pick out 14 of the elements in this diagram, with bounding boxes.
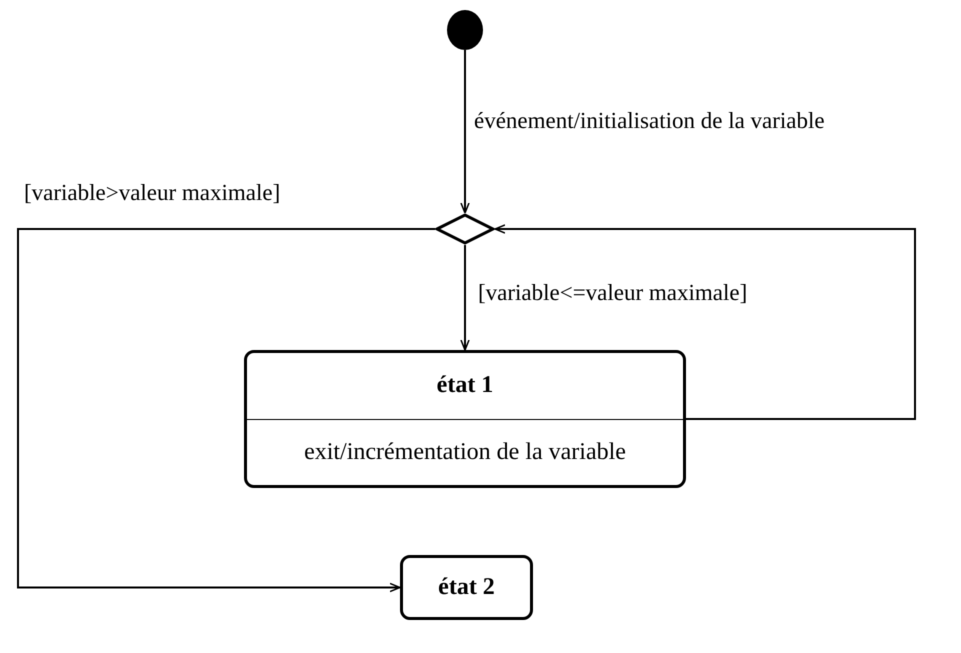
arrow (17, 228, 435, 592)
arrow (460, 245, 470, 351)
state-box (400, 555, 533, 620)
edge-label: événement/initialisation de la variable (474, 108, 825, 134)
edge-label: [variable>valeur maximale] (24, 180, 280, 206)
state-name: état 2 (437, 573, 496, 602)
edge-label: [variable<=valeur maximale] (478, 280, 748, 306)
state-name: état 1 (436, 371, 494, 400)
decision-diamond (435, 213, 495, 245)
arrow (494, 224, 916, 420)
state-box (244, 350, 686, 488)
initial-state-dot (447, 10, 483, 50)
state-action: exit/incrémentation de la variable (247, 418, 683, 485)
arrow (460, 50, 470, 214)
